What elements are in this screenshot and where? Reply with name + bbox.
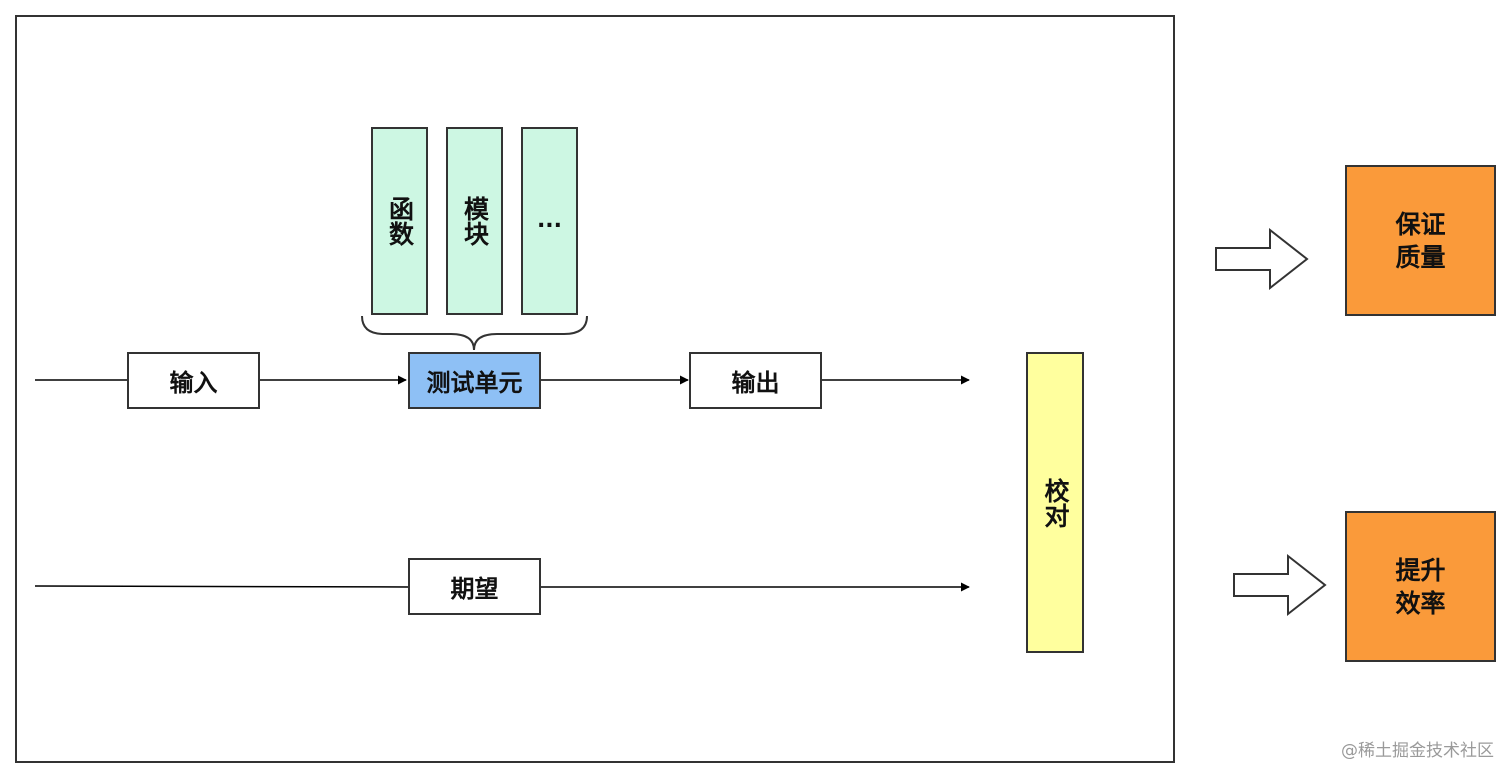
watermark: @稀土掘金技术社区 [1341,741,1494,761]
expected-line [34,585,409,588]
module-more: ... [521,127,578,315]
module-function: 函数 [371,127,428,315]
result-efficiency: 提升 效率 [1345,511,1496,662]
hollow-arrow-efficiency [1233,553,1327,617]
result-quality: 保证 质量 [1345,165,1496,316]
result-efficiency-line1: 提升 [1395,555,1446,585]
result-quality-line2: 质量 [1395,242,1446,272]
module-module: 模块 [446,127,503,315]
test-unit-box: 测试单元 [408,352,541,409]
result-efficiency-line2: 效率 [1395,588,1446,618]
hollow-arrow-quality [1215,227,1309,291]
check-box: 校对 [1026,352,1084,653]
result-quality-line1: 保证 [1395,209,1446,239]
input-box: 输入 [127,352,260,409]
expected-box: 期望 [408,558,541,615]
output-box: 输出 [689,352,822,409]
module-brace [361,315,588,351]
